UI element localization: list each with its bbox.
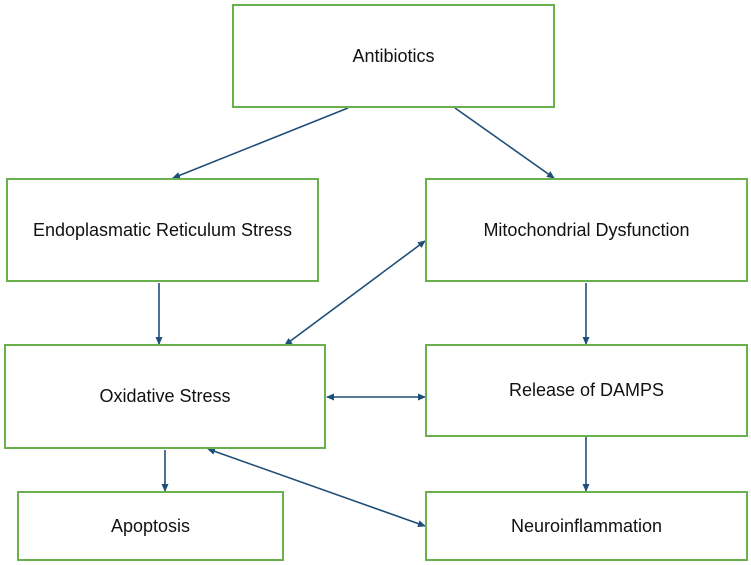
node-release-of-damps: Release of DAMPS bbox=[425, 344, 748, 437]
node-oxidative-label: Oxidative Stress bbox=[99, 386, 231, 406]
node-mitochondrial-label: Mitochondrial Dysfunction bbox=[483, 219, 690, 240]
arrow-oxidative-to-neuroinflammation bbox=[207, 448, 426, 527]
node-antibiotics: Antibiotics bbox=[232, 4, 555, 108]
node-er-stress-label: Endoplasmatic Reticulum Stress bbox=[32, 219, 293, 240]
node-damps-label: Release of DAMPS bbox=[508, 380, 665, 400]
arrow-antibiotics-to-er_stress bbox=[172, 107, 349, 179]
node-oxidative-stress: Oxidative Stress bbox=[4, 344, 326, 449]
node-er-stress: Endoplasmatic Reticulum Stress bbox=[6, 178, 319, 282]
arrow-antibiotics-to-mitochondrial bbox=[454, 107, 555, 179]
node-antibiotics-label: Antibiotics bbox=[352, 45, 435, 66]
arrow-mitochondrial-to-oxidative bbox=[284, 240, 426, 346]
node-apoptosis: Apoptosis bbox=[17, 491, 284, 561]
node-apoptosis-label: Apoptosis bbox=[110, 515, 191, 536]
node-neuroinflammation: Neuroinflammation bbox=[425, 491, 748, 561]
node-mitochondrial-dysfunction: Mitochondrial Dysfunction bbox=[425, 178, 748, 282]
node-neuroinflammation-label: Neuroinflammation bbox=[510, 515, 663, 536]
